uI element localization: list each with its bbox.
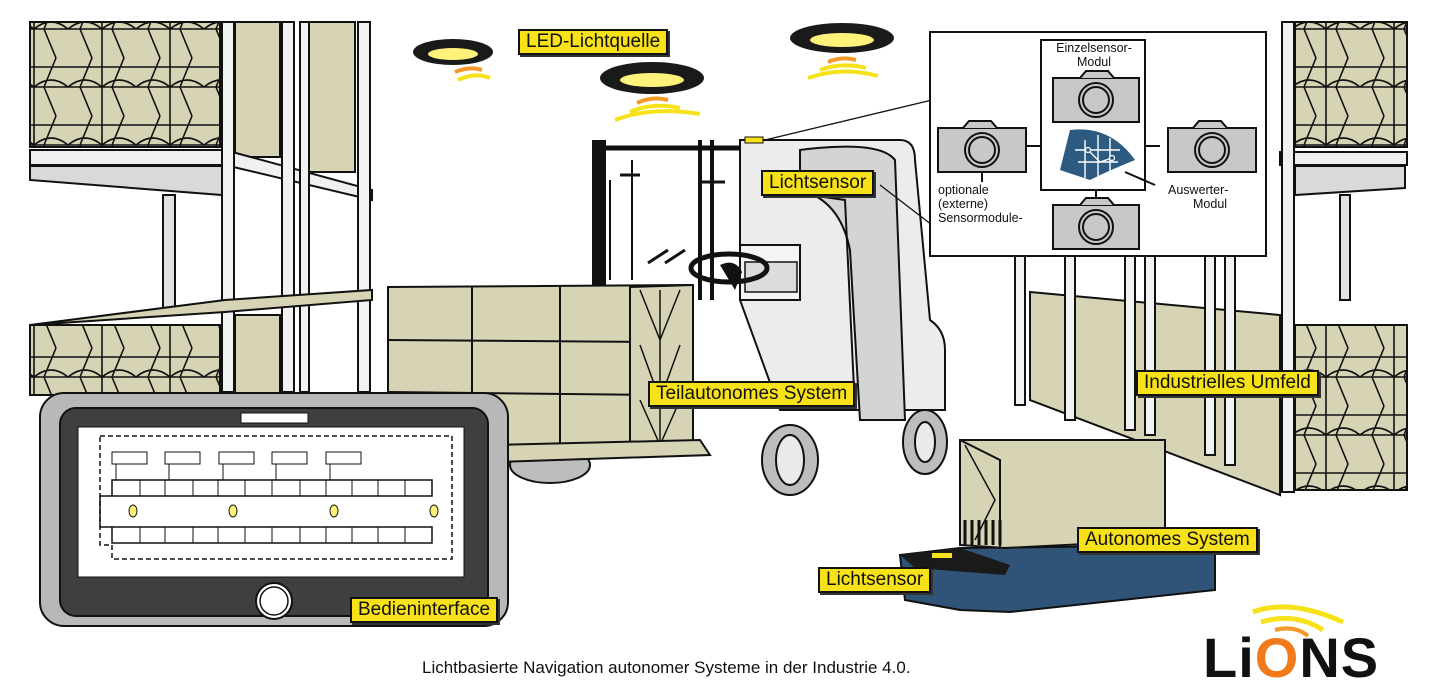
led-light-1 xyxy=(413,39,493,82)
inset-evaluation-module: Auswerter- Modul xyxy=(1168,183,1228,211)
forklift xyxy=(509,136,948,496)
inset-text-line: Auswerter- xyxy=(1168,183,1229,197)
camera-icon-top xyxy=(1052,70,1140,123)
inset-text-line: (externe) xyxy=(938,197,989,211)
inset-optional-sensor-modules: optionale (externe) Sensormodule- xyxy=(938,183,1023,225)
label-autonomous-system: Autonomes System xyxy=(1077,527,1258,553)
logo-waves-icon xyxy=(1252,604,1345,638)
logo-text-ns: NS xyxy=(1299,626,1380,689)
logo-text-o: O xyxy=(1254,626,1300,689)
label-semi-autonomous-system: Teilautonomes System xyxy=(648,381,856,407)
lions-logo: LiONS xyxy=(1203,628,1379,688)
tablet xyxy=(39,392,509,627)
circuit-chip-icon xyxy=(1060,129,1135,180)
label-light-sensor-agv: Lichtsensor xyxy=(818,567,932,593)
autonomous-vehicle xyxy=(898,439,1216,614)
callout-line-sensor xyxy=(764,99,933,226)
caption: Lichtbasierte Navigation autonomer Syste… xyxy=(422,658,911,677)
camera-icon-right xyxy=(1167,120,1257,173)
logo-text-li: Li xyxy=(1203,626,1255,689)
camera-icon-bottom xyxy=(1052,197,1140,250)
left-shelf-rack xyxy=(29,21,373,396)
inset-single-sensor-module: Einzelsensor- Modul xyxy=(1047,41,1141,69)
inset-text-line: Sensormodule- xyxy=(938,211,1023,225)
inset-text-line: Modul xyxy=(1076,55,1112,69)
inset-text-line: Modul xyxy=(1193,197,1228,211)
camera-icon-left xyxy=(937,120,1027,173)
inset-text-line: optionale xyxy=(938,183,989,197)
sensor-inset-panel xyxy=(929,31,1267,257)
tablet-floorplan xyxy=(99,435,453,560)
led-light-3 xyxy=(790,23,894,80)
label-led-light-source: LED-Lichtquelle xyxy=(518,29,669,55)
label-operator-interface: Bedieninterface xyxy=(350,597,499,623)
led-light-2 xyxy=(600,62,704,122)
inset-text-line: Einzelsensor- xyxy=(1056,41,1132,55)
label-light-sensor-forklift: Lichtsensor xyxy=(761,170,875,196)
label-industrial-environment: Industrielles Umfeld xyxy=(1136,370,1319,396)
